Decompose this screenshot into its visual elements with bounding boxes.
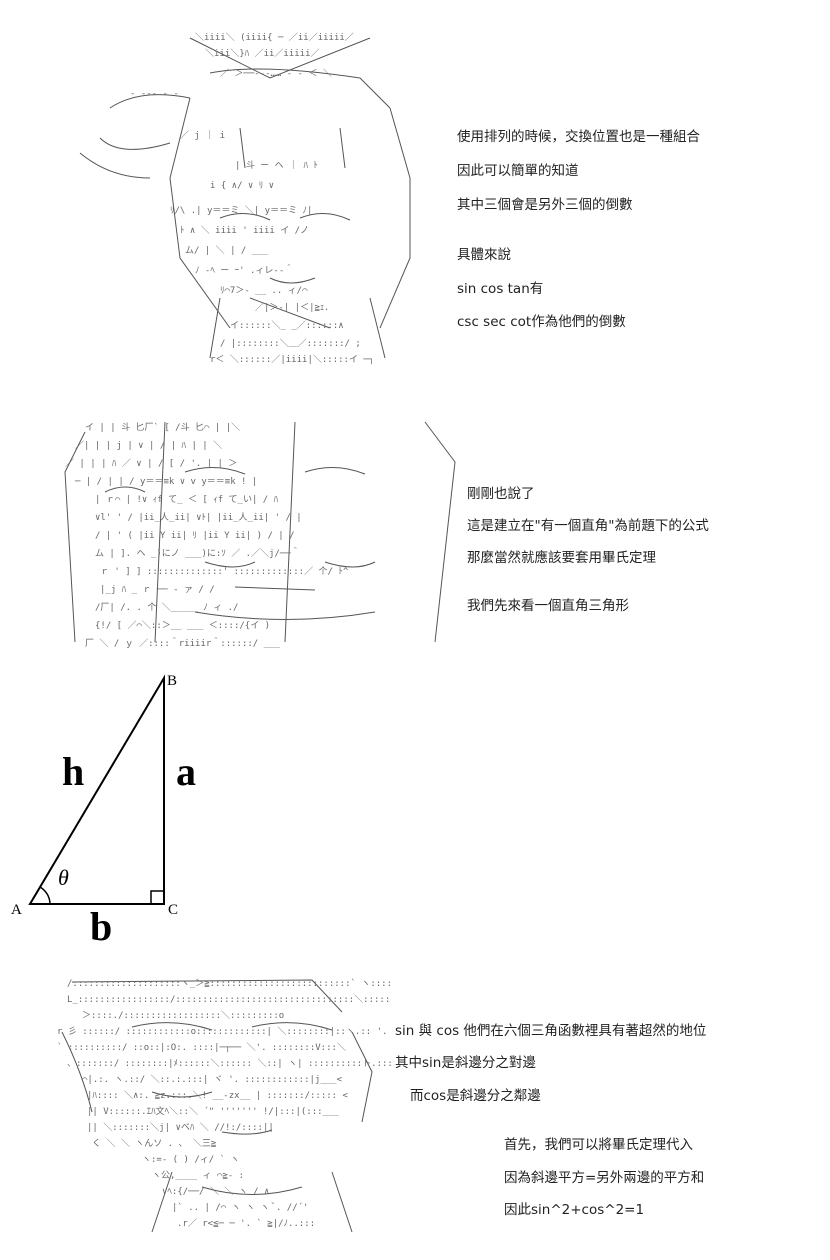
side-label-opposite: a <box>176 749 196 794</box>
svg-text:＞::::./::::::::::::::::::＼::::: ＞::::./::::::::::::::::::＼:::::::::o <box>82 1010 284 1021</box>
svg-text:＼iiii＼ (iiii{ ─ ／ii／iiiii／: ＼iiii＼ (iiii{ ─ ／ii／iiiii／ <box>195 32 354 43</box>
svg-text:／| | | j | ∨ | / | ﾊ | | ＼: ／| | | j | ∨ | / | ﾊ | | ＼ <box>75 440 222 451</box>
section3-line-5: 因為斜邊平方=另外兩邊的平方和 <box>504 1170 705 1186</box>
svg-text:- ‐‐‐ ‐ -: - ‐‐‐ ‐ - <box>130 89 179 99</box>
ascii-art-group: イ | | 斗 匕厂` [ /斗 匕⌒ | |＼ ／| | | j | ∨ | … <box>55 412 465 652</box>
svg-text:|| ＼:::::::＼j| ∨ベﾊ ＼ //!:/::::: || ＼:::::::＼j| ∨ベﾊ ＼ //!:/::::|| <box>87 1122 274 1133</box>
svg-text:ヽ:=- ( ) /ィ/ ` ヽ: ヽ:=- ( ) /ィ/ ` ヽ <box>142 1154 239 1165</box>
svg-text:|` .. | /⌒ ヽ ヽ ヽ ﾞ. //´': |` .. | /⌒ ヽ ヽ ヽ ﾞ. //´' <box>172 1202 308 1213</box>
vertex-label-b: B <box>167 673 178 689</box>
svg-text:⌒|.:. ヽ.::/ ＼::.:.:::| ヾ '. ::: ⌒|.:. ヽ.::/ ＼::.:.:::| ヾ '. ::::::::::::… <box>82 1074 343 1085</box>
section3-line-4: 首先，我們可以將畢氏定理代入 <box>504 1137 693 1153</box>
svg-text:、:::::::/ ::::::::|ﾒ::::::＼:::: 、:::::::/ ::::::::|ﾒ::::::＼:::::: ＼::| ヽ… <box>67 1058 392 1069</box>
section1-line-6: csc sec cot作為他們的倒數 <box>457 314 626 330</box>
svg-text:| ｒ⌒ | !∨ ｨf て_ ＜ [ ｨf て_い| /: | ｒ⌒ | !∨ ｨf て_ ＜ [ ｨf て_い| / ﾊ <box>95 495 279 505</box>
section3-line-3: 而cos是斜邊分之鄰邊 <box>410 1088 541 1104</box>
section3-line-2: 其中sin是斜邊分之對邊 <box>395 1055 536 1071</box>
svg-text:厂 ＼ / ｙ ／::::＾riiiir＾::::::/ _: 厂 ＼ / ｙ ／::::＾riiiir＾::::::/ ___ <box>85 636 280 649</box>
section2-line-2: 這是建立在"有一個直角"為前題下的公式 <box>467 518 709 534</box>
svg-text:ﾄ ∧ ＼ iiii ' iiii イ /ノ: ﾄ ∧ ＼ iiii ' iiii イ /ノ <box>180 225 309 236</box>
svg-text:|| V::::::.ｴﾊ文ﾍ＼::＼ ´" ''''''': || V::::::.ｴﾊ文ﾍ＼::＼ ´" ''''''' !/|:::|(:… <box>87 1105 339 1117</box>
svg-text:|ﾊ:::: ＼∧:. ≧z.:::.＼! __-zx__: |ﾊ:::: ＼∧:. ≧z.:::.＼! __-zx__ | :::::::/… <box>87 1090 348 1101</box>
section2-line-3: 那麼當然就應該要套用畢氏定理 <box>467 550 656 566</box>
svg-text:/ |::::::::＼＿／:::::::/ ;: / |::::::::＼＿／:::::::/ ; <box>220 338 361 349</box>
section1-line-1: 使用排列的時候，交換位置也是一種組合 <box>457 129 700 145</box>
vertex-label-c: C <box>168 902 179 918</box>
vertex-label-a: A <box>11 902 22 918</box>
ascii-art-group-icon: イ | | 斗 匕厂` [ /斗 匕⌒ | |＼ ／| | | j | ∨ | … <box>64 421 456 649</box>
svg-text:∨l' ' / |ii_人_ii| ∨ﾄ| |ii_人_ii: ∨l' ' / |ii_人_ii| ∨ﾄ| |ii_人_ii| ' / | <box>95 512 302 523</box>
svg-text:|_j ﾊ _ ｒ ── - ァ / /: |_j ﾊ _ ｒ ── - ァ / / <box>100 585 215 595</box>
ascii-art-character-icon: ＼iiii＼ (iiii{ ─ ／ii／iiiii／ ＼iii＼}ﾊ ／ii／i… <box>79 32 411 365</box>
section1-line-5: sin cos tan有 <box>457 281 544 297</box>
ascii-art-character-2: /::::::::::::::::::::ヽ_＞≧:::::::::::::::… <box>52 972 392 1242</box>
section2-line-1: 剛剛也說了 <box>467 486 535 502</box>
svg-text:ﾘ/\ .| y＝＝ミ ＼| y＝＝ミ ﾉ|: ﾘ/\ .| y＝＝ミ ＼| y＝＝ミ ﾉ| <box>170 205 312 216</box>
svg-text:イ::::::＼_ _／::::::∧: イ::::::＼_ _／::::::∧ <box>230 320 344 331</box>
svg-text:ヽ公,____ ィ ⌒≧‐ :: ヽ公,____ ィ ⌒≧‐ : <box>152 1170 244 1181</box>
svg-text:/厂| /. . 个 ＼_____ ﾉ ィ ./: /厂| /. . 个 ＼_____ ﾉ ィ ./ <box>95 602 238 613</box>
svg-text:| 斗 ー ヘ ｜ ﾊ ﾄ: | 斗 ー ヘ ｜ ﾊ ﾄ <box>235 160 318 171</box>
svg-text:／ j ｜ i: ／ j ｜ i <box>180 130 225 141</box>
svg-text:` ::::::::::/ ::o::|:O:. ::::|: ` ::::::::::/ ::o::|:O:. ::::|─┬── ＼'. :… <box>57 1042 346 1053</box>
section1-line-4: 具體來說 <box>457 247 511 263</box>
svg-text:.r／ r<≦─ ─ '. ` ≧|/ﾉ..:::: .r／ r<≦─ ─ '. ` ≧|/ﾉ..::: <box>177 1218 315 1229</box>
svg-text:∨ﾍ:{/──/ ＼ ＼ ヽ / ∧: ∨ﾍ:{/──/ ＼ ＼ ヽ / ∧ <box>162 1186 269 1197</box>
svg-text:ﾘ⌒7＞- __ .. ィ/⌒: ﾘ⌒7＞- __ .. ィ/⌒ <box>220 286 308 296</box>
svg-text:/ | ' ( |ii Y ii| ﾘ |ii Y ii|: / | ' ( |ii Y ii| ﾘ |ii Y ii| ) / | / <box>95 531 295 541</box>
svg-text:─ | / | | / y＝＝≡k ∨ v y＝＝≡k !: ─ | / | | / y＝＝≡k ∨ v y＝＝≡k ! | <box>74 477 257 487</box>
svg-text:／|＞‐| |＜|≧ｪ．: ／|＞‐| |＜|≧ｪ． <box>255 302 333 313</box>
section3-line-1: sin 與 cos 他們在六個三角函數裡具有著超然的地位 <box>395 1023 707 1039</box>
section1-line-3: 其中三個會是另外三個的倒數 <box>457 197 633 213</box>
section3-line-6: 因此sin^2+cos^2=1 <box>504 1202 645 1218</box>
section1-line-2: 因此可以簡單的知道 <box>457 163 579 179</box>
svg-text:／ | | | ﾊ ／ ∨ | / [ / '. | | ＞: ／ | | | ﾊ ／ ∨ | / [ / '. | | ＞ <box>65 458 237 469</box>
svg-text:く ＼ ＼ ヽんソ . 、 ＼三≧: く ＼ ＼ ヽんソ . 、 ＼三≧ <box>92 1138 217 1149</box>
svg-text:i { ∧/ ∨ ﾘ ∨: i { ∧/ ∨ ﾘ ∨ <box>210 181 274 191</box>
ascii-art-character-icon: /::::::::::::::::::::ヽ_＞≧:::::::::::::::… <box>57 978 392 1233</box>
right-triangle-diagram: B A C h a b θ <box>0 665 240 955</box>
right-triangle-icon <box>28 674 165 905</box>
svg-text:＼iii＼}ﾊ ／ii／iiiii／: ＼iii＼}ﾊ ／ii／iiiii／ <box>205 48 320 59</box>
angle-label-theta: θ <box>58 865 69 890</box>
svg-text:ｒ ' ] ] ::::::::::::::' ::::::: ｒ ' ] ] ::::::::::::::' :::::::::::::／ 个… <box>100 566 349 577</box>
svg-text:イ | | 斗 匕厂` [ /斗 匕⌒ | |＼: イ | | 斗 匕厂` [ /斗 匕⌒ | |＼ <box>85 422 240 433</box>
svg-text:/::::::::::::::::::::ヽ_＞≧:::::: /::::::::::::::::::::ヽ_＞≧:::::::::::::::… <box>67 978 392 989</box>
svg-text:L_:::::::::::::::::/::::::::::: L_:::::::::::::::::/::::::::::::::::::::… <box>67 994 392 1005</box>
svg-text:ﾉ ‐ﾍ ー ｰ' .ィレ‐‐＾: ﾉ ‐ﾍ ー ｰ' .ィレ‐‐＾ <box>195 263 293 276</box>
side-label-adjacent: b <box>90 904 113 949</box>
svg-text:／ ＞──---…… - - ＜ ＼: ／ ＞──---…… - - ＜ ＼ <box>220 68 332 79</box>
section2-line-4: 我們先來看一個直角三角形 <box>467 598 629 614</box>
ascii-art-character-1: ＼iiii＼ (iiii{ ─ ／ii／iiiii／ ＼iii＼}ﾊ ／ii／i… <box>70 28 450 368</box>
svg-text:ム/ | ＼ | / ___: ム/ | ＼ | / ___ <box>185 245 269 256</box>
side-label-hypotenuse: h <box>62 749 85 794</box>
svg-text:{!/ [ ／⌒＼::＞__ ___ ＜::::/{イ ): {!/ [ ／⌒＼::＞__ ___ ＜::::/{イ ) <box>95 620 270 631</box>
svg-text:ム | ]. ヘ _)にノ ___)に:ｿ ／ .／＼j/─: ム | ]. ヘ _)にノ ___)に:ｿ ／ .／＼j/──＾ <box>95 546 300 559</box>
svg-text:r 彡 ::::::/ ::::::::::::o:::::: r 彡 ::::::/ ::::::::::::o:::::::::::::| … <box>57 1026 387 1037</box>
svg-text:r＜ ＼::::::／|iiii|＼:::::イ ─┐: r＜ ＼::::::／|iiii|＼:::::イ ─┐ <box>210 354 374 365</box>
